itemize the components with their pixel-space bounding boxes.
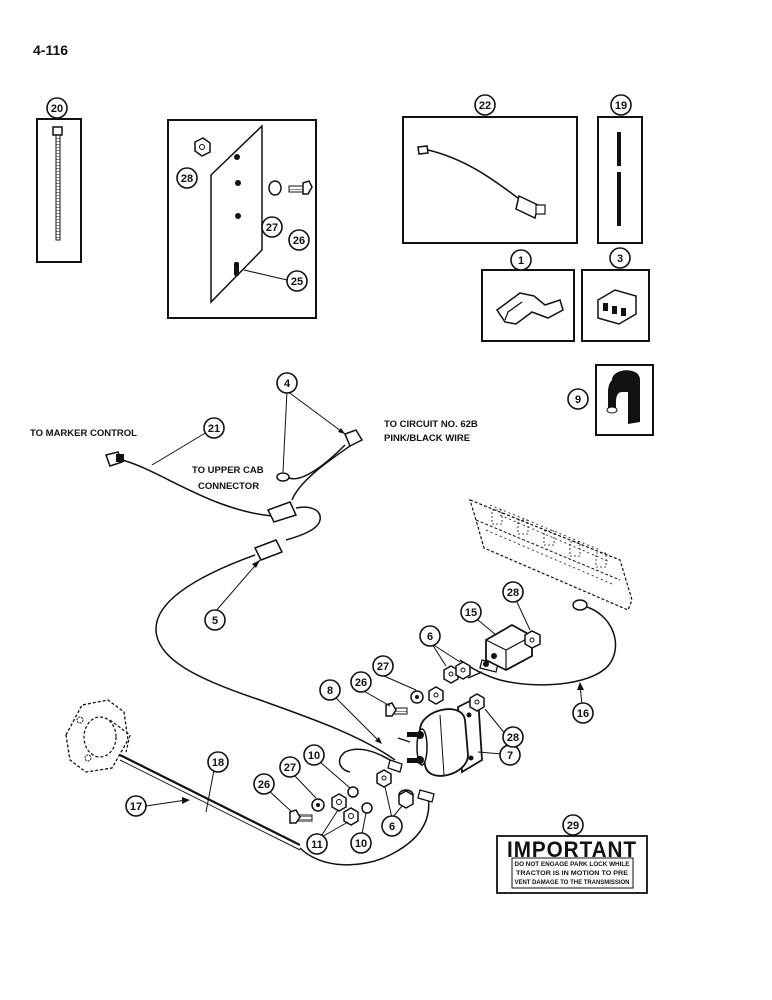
callout-1: 1	[510, 249, 532, 271]
svg-text:27: 27	[377, 661, 389, 673]
panel-boot	[595, 364, 654, 436]
svg-text:15: 15	[465, 607, 477, 619]
svg-text:16: 16	[577, 708, 589, 720]
panel-cable-tie	[36, 118, 82, 263]
callout-10a: 10	[303, 744, 325, 766]
callout-20: 20	[46, 97, 68, 119]
callout-3: 3	[609, 247, 631, 269]
callout-27: 27	[261, 216, 283, 238]
callout-22: 22	[474, 94, 496, 116]
svg-text:9: 9	[575, 394, 581, 406]
svg-text:7: 7	[507, 750, 513, 762]
callout-6a: 6	[419, 625, 441, 647]
svg-text:10: 10	[355, 838, 367, 850]
important-decal: IMPORTANT DO NOT ENGAGE PARK LOCK WHILE …	[496, 835, 648, 894]
harness-wiring	[105, 429, 396, 761]
nuts-6-upper	[443, 661, 483, 684]
callout-28c: 28	[502, 726, 524, 748]
callout-18: 18	[207, 751, 229, 773]
callout-21: 21	[203, 417, 225, 439]
circuit-breaker	[483, 623, 541, 672]
important-line-3: VENT DAMAGE TO THE TRANSMISSION	[515, 879, 630, 886]
callout-28: 28	[176, 167, 198, 189]
svg-text:20: 20	[51, 103, 63, 115]
svg-text:28: 28	[507, 587, 519, 599]
svg-text:19: 19	[615, 100, 627, 112]
important-line-1: DO NOT ENGAGE PARK LOCK WHILE	[515, 861, 630, 868]
label-circuit-line2: PINK/BLACK WIRE	[384, 433, 470, 444]
callout-8: 8	[319, 679, 341, 701]
label-upper-cab-line2: CONNECTOR	[198, 481, 259, 492]
panel-connector-body	[581, 269, 650, 342]
panel-bracket	[167, 119, 317, 319]
svg-text:18: 18	[212, 757, 224, 769]
callout-26: 26	[288, 229, 310, 251]
svg-text:6: 6	[389, 821, 395, 833]
svg-text:28: 28	[507, 732, 519, 744]
callout-27c: 27	[279, 756, 301, 778]
callout-10b: 10	[350, 832, 372, 854]
callout-9: 9	[567, 388, 589, 410]
callout-5: 5	[204, 609, 226, 631]
svg-text:26: 26	[355, 677, 367, 689]
callout-26b: 26	[350, 671, 372, 693]
callout-28b: 28	[502, 581, 524, 603]
callout-11: 11	[306, 833, 328, 855]
panel-terminal	[481, 269, 575, 342]
svg-text:25: 25	[291, 276, 303, 288]
svg-text:29: 29	[567, 820, 579, 832]
callout-4: 4	[276, 372, 298, 394]
svg-text:28: 28	[181, 173, 193, 185]
svg-text:21: 21	[208, 423, 220, 435]
label-circuit-line1: TO CIRCUIT NO. 62B	[384, 419, 478, 430]
panel-sleeve	[597, 116, 643, 244]
svg-text:26: 26	[293, 235, 305, 247]
panel-harness	[402, 116, 578, 244]
fuse-block	[469, 498, 633, 611]
svg-text:8: 8	[327, 685, 333, 697]
starter-mount	[65, 699, 131, 773]
label-upper-cab-line1: TO UPPER CAB	[192, 465, 264, 476]
callout-19: 19	[610, 94, 632, 116]
callout-15: 15	[460, 601, 482, 623]
svg-text:6: 6	[427, 631, 433, 643]
svg-text:26: 26	[258, 779, 270, 791]
svg-text:4: 4	[284, 378, 291, 390]
callout-26c: 26	[253, 773, 275, 795]
svg-text:27: 27	[266, 222, 278, 234]
solenoid	[407, 693, 485, 777]
important-title: IMPORTANT	[507, 837, 637, 862]
wire-8	[338, 737, 411, 773]
callout-25: 25	[286, 270, 308, 292]
svg-text:5: 5	[212, 615, 218, 627]
svg-text:22: 22	[479, 100, 491, 112]
callout-27b: 27	[372, 655, 394, 677]
callout-7: 7	[499, 744, 521, 766]
svg-text:11: 11	[311, 839, 323, 851]
svg-text:10: 10	[308, 750, 320, 762]
hardware-cluster-bottom	[289, 769, 414, 826]
page-number: 4-116	[33, 42, 69, 58]
svg-text:1: 1	[518, 255, 524, 267]
washer-bolt-mid	[385, 686, 444, 717]
important-line-2: TRACTOR IS IN MOTION TO PRE	[516, 870, 628, 877]
svg-text:27: 27	[284, 762, 296, 774]
callout-16: 16	[572, 702, 594, 724]
callout-29: 29	[562, 814, 584, 836]
callout-17: 17	[125, 795, 147, 817]
svg-text:17: 17	[130, 801, 142, 813]
svg-text:3: 3	[617, 253, 623, 265]
callout-6b: 6	[381, 815, 403, 837]
label-marker-control: TO MARKER CONTROL	[30, 428, 137, 439]
